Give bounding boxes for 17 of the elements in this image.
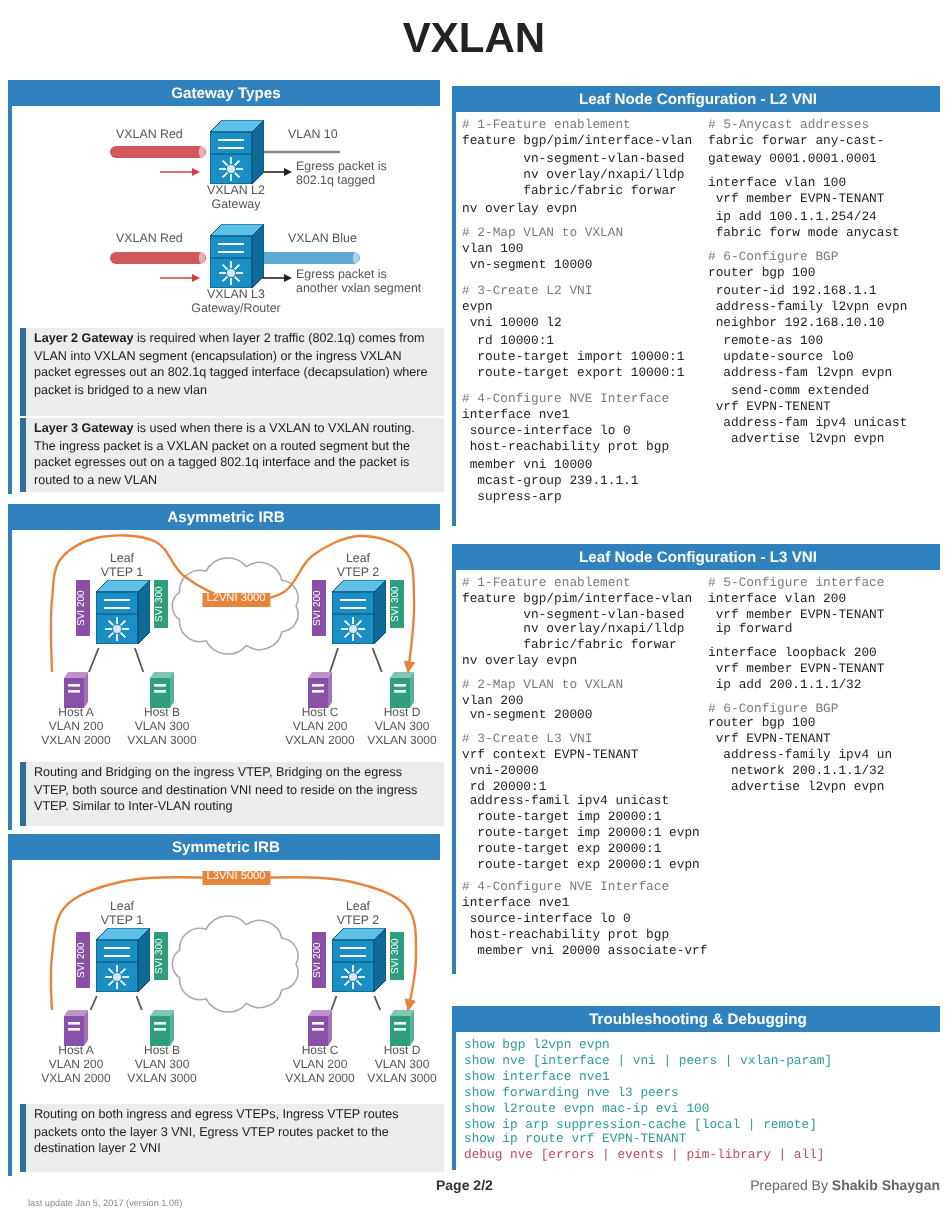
link-line <box>329 647 339 673</box>
page-title: VXLAN <box>402 16 546 64</box>
link-line <box>89 995 98 1011</box>
link-line <box>135 995 143 1011</box>
section-panel <box>452 544 940 974</box>
section-panel <box>452 1006 940 1170</box>
flow-arrow <box>49 534 416 674</box>
link-line <box>373 995 382 1011</box>
section-panel <box>8 504 440 830</box>
link-line <box>133 647 145 673</box>
flow-arrow <box>49 876 418 1012</box>
link-line <box>88 647 100 673</box>
section-panel <box>8 80 440 494</box>
section-panel <box>452 86 940 526</box>
link-line <box>371 647 383 673</box>
section-panel <box>8 834 440 1176</box>
link-line <box>330 995 338 1011</box>
